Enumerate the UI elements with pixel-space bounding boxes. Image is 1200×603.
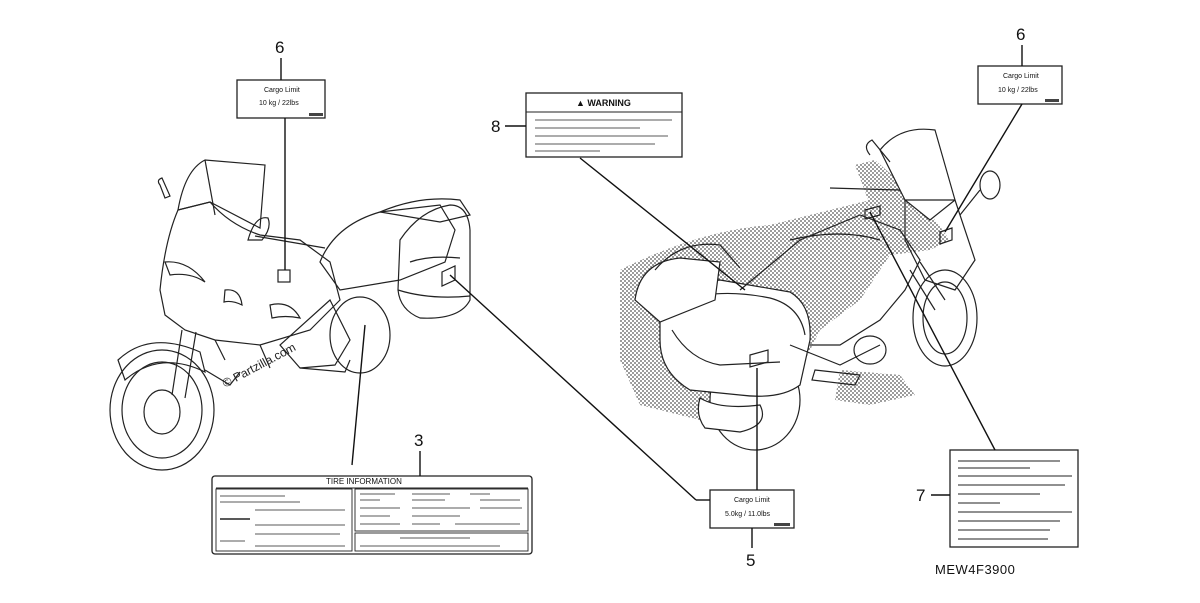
cargo-left-value: 10 kg / 22lbs bbox=[259, 100, 299, 107]
cargo-right-value: 10 kg / 22lbs bbox=[998, 87, 1038, 94]
warning-label-box bbox=[525, 92, 683, 158]
callout-7: 7 bbox=[916, 486, 926, 505]
generic-text-label-box bbox=[949, 449, 1079, 548]
cargo-label-right-box bbox=[977, 65, 1063, 105]
diagram-code: MEW4F3900 bbox=[935, 562, 1016, 577]
cargo-label-bottom-box bbox=[709, 489, 795, 529]
callout-5: 5 bbox=[746, 551, 756, 570]
callout-6-right: 6 bbox=[1016, 25, 1026, 44]
tire-title: TIRE INFORMATION bbox=[326, 477, 402, 486]
cargo-label-left-box bbox=[236, 79, 326, 119]
callout-3: 3 bbox=[414, 431, 424, 450]
warning-title: ▲ WARNING bbox=[576, 98, 631, 108]
left-motorcycle-drawing bbox=[109, 159, 471, 471]
cargo-left-title: Cargo Limit bbox=[264, 87, 300, 94]
callout-6-left: 6 bbox=[275, 38, 285, 57]
cargo-bottom-title: Cargo Limit bbox=[734, 497, 770, 504]
tire-label-box bbox=[211, 475, 533, 555]
right-motorcycle-drawing bbox=[620, 128, 1001, 451]
cargo-bottom-value: 5.0kg / 11.0lbs bbox=[725, 511, 771, 518]
callout-8: 8 bbox=[491, 117, 501, 136]
cargo-right-title: Cargo Limit bbox=[1003, 73, 1039, 80]
leader-lines bbox=[280, 45, 1023, 548]
